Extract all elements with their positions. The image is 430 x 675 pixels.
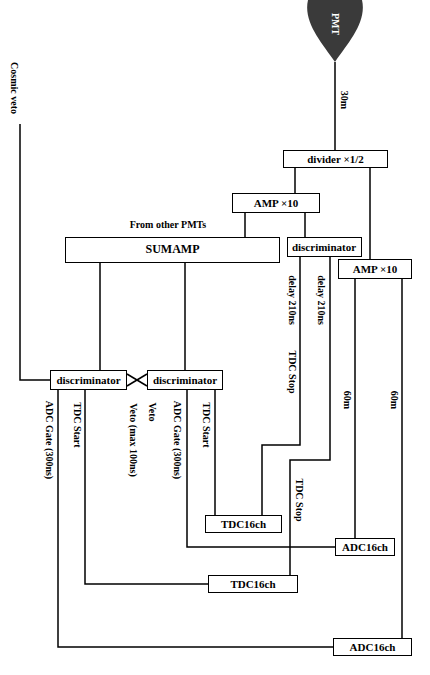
wire-label: Veto (147, 401, 158, 422)
wire-label: Veto (max 100ns) (128, 402, 139, 478)
wire-label: 30m (339, 90, 350, 110)
pmt-shape (307, 0, 363, 62)
node-text: discriminator (56, 374, 120, 386)
wire-label: TDC Stop (287, 349, 298, 394)
node-text: PMT (330, 13, 341, 35)
signal-wire (304, 213, 306, 237)
signal-wire (369, 168, 371, 259)
node-text: TDC16ch (221, 518, 266, 530)
signal-wire (127, 374, 147, 386)
signal-wire (262, 257, 300, 515)
signal-wire (214, 390, 216, 515)
module-box: SUMAMP (65, 237, 280, 263)
signal-note: delay 210ns (287, 274, 298, 326)
wire-label: ADC Gate (300ns) (44, 400, 55, 480)
wire-label: 60m (389, 390, 400, 410)
wire-label: 60m (342, 390, 353, 410)
module-box: discriminator (50, 370, 127, 390)
wire-label: ADC Gate (300ns) (172, 400, 183, 480)
module-box: TDC16ch (208, 575, 298, 593)
module-box: divider ×1/2 (283, 150, 388, 168)
node-text: divider ×1/2 (307, 153, 364, 165)
signal-wire (85, 390, 208, 584)
signal-note: Cosmic veto (9, 61, 20, 115)
signal-wire (244, 213, 246, 237)
node-text: ADC16ch (342, 541, 388, 553)
signal-note: delay 210ns (316, 274, 327, 326)
node-text: ADC16ch (350, 641, 396, 653)
wire-label: TDC Start (201, 401, 212, 448)
module-box: TDC16ch (205, 515, 282, 533)
node-text: discriminator (153, 374, 217, 386)
wire-label: TDC Start (72, 401, 83, 448)
signal-wire (401, 279, 403, 638)
signal-note: From other PMTs (129, 219, 207, 230)
signal-wire (187, 390, 335, 547)
signal-wire (334, 62, 336, 150)
node-text: discriminator (292, 241, 356, 253)
module-box: discriminator (147, 370, 223, 390)
wire-label: TDC Stop (294, 477, 305, 522)
signal-wire (99, 263, 101, 370)
signal-wire (58, 390, 333, 647)
node-text: SUMAMP (146, 243, 200, 256)
node-text: AMP ×10 (353, 263, 397, 275)
module-box: AMP ×10 (338, 259, 412, 279)
signal-wire (294, 168, 296, 193)
node-text: TDC16ch (230, 578, 275, 590)
module-box: ADC16ch (333, 638, 412, 656)
signal-wire (127, 374, 147, 386)
module-box: AMP ×10 (232, 193, 320, 213)
signal-wire (184, 263, 186, 370)
pmt-tube: PMT (305, 0, 365, 62)
module-box: ADC16ch (335, 538, 395, 556)
cosmic-veto-wire (20, 124, 50, 380)
node-text: AMP ×10 (254, 197, 298, 209)
module-box: discriminator (287, 237, 362, 257)
signal-wire (354, 279, 356, 538)
